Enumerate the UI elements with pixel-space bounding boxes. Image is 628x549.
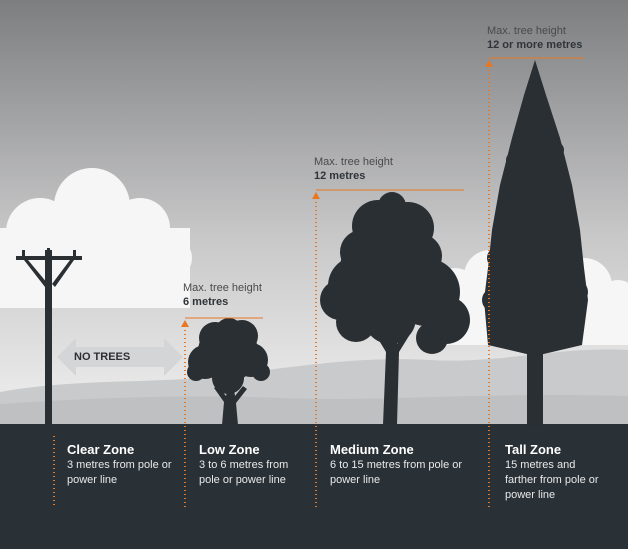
no-trees-label: NO TREES — [74, 351, 131, 363]
no-trees-arrow — [57, 338, 183, 376]
zone-description: 3 to 6 metres from pole or power line — [199, 459, 289, 486]
power-pole — [16, 248, 82, 426]
zone-description: 3 metres from pole or power line — [67, 459, 172, 486]
medium-tree-icon — [320, 192, 470, 425]
height-arrowheads — [181, 60, 493, 327]
tall-height-label: Max. tree height 12 or more metres — [487, 24, 582, 52]
tall-tree-icon — [482, 60, 588, 426]
medium-zone: Medium Zone 6 to 15 metres from pole or … — [330, 441, 470, 488]
medium-height-label: Max. tree height 12 metres — [314, 155, 393, 183]
height-caption: Max. tree height — [487, 25, 566, 37]
small-tree-icon — [187, 318, 270, 425]
tall-zone: Tall Zone 15 metres and farther from pol… — [505, 441, 605, 503]
zone-title: Tall Zone — [505, 442, 562, 457]
zone-description: 15 metres and farther from pole or power… — [505, 459, 599, 501]
height-caption: Max. tree height — [183, 282, 262, 294]
zone-title: Medium Zone — [330, 442, 414, 457]
low-zone: Low Zone 3 to 6 metres from pole or powe… — [199, 441, 307, 488]
height-value: 6 metres — [183, 296, 229, 308]
zone-title: Low Zone — [199, 442, 260, 457]
height-caption: Max. tree height — [314, 156, 393, 168]
height-guides — [53, 57, 584, 508]
low-height-label: Max. tree height 6 metres — [183, 281, 262, 309]
height-value: 12 metres — [314, 170, 366, 182]
clear-zone: Clear Zone 3 metres from pole or power l… — [67, 441, 179, 488]
ground — [0, 424, 628, 549]
zone-title: Clear Zone — [67, 442, 135, 457]
height-value: 12 or more metres — [487, 39, 583, 51]
zone-description: 6 to 15 metres from pole or power line — [330, 459, 463, 486]
near-hills — [0, 395, 628, 430]
